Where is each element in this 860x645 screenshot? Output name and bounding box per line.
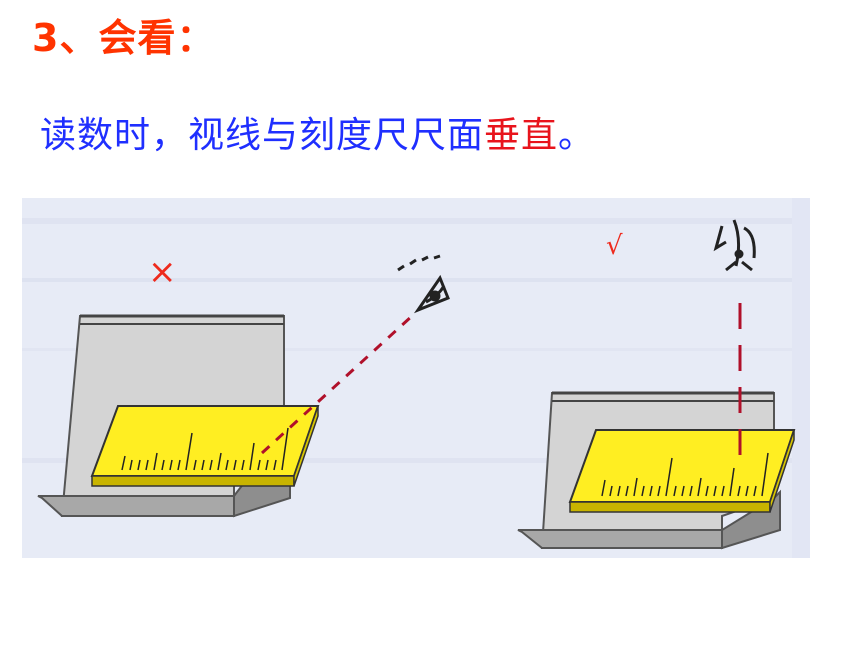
wrong-example bbox=[37, 254, 450, 518]
illustration-svg bbox=[22, 198, 810, 558]
instruction-sentence: 读数时，视线与刻度尺尺面垂直。 bbox=[40, 108, 595, 164]
correct-mark: √ bbox=[606, 231, 623, 261]
downward-eye-icon bbox=[713, 219, 756, 272]
instruction-period: 。 bbox=[558, 115, 596, 156]
wrong-ruler-ticks bbox=[121, 427, 289, 471]
instruction-highlight: 垂直 bbox=[484, 115, 559, 156]
oblique-sight-line bbox=[260, 314, 414, 455]
instruction-text: 读数时，视线与刻度尺尺面 bbox=[40, 115, 485, 156]
wrong-ruler bbox=[90, 405, 320, 477]
correct-example bbox=[517, 219, 796, 550]
wrong-mark: × bbox=[148, 252, 177, 292]
correct-ruler-ticks bbox=[601, 452, 769, 497]
ruler-reading-illustration bbox=[22, 198, 810, 558]
section-heading: 3、会看： bbox=[32, 16, 216, 60]
tilted-eye-icon bbox=[397, 254, 450, 314]
